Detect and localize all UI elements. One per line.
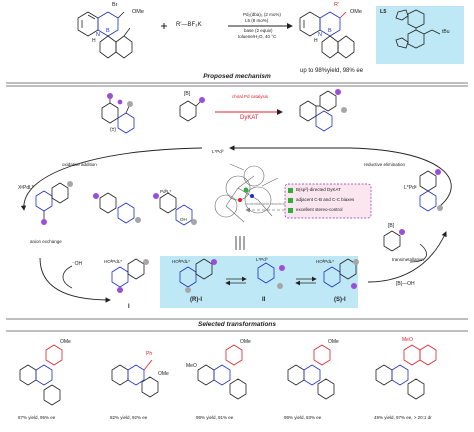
feature-2: adjacent C-B and C-C biaxes: [296, 197, 355, 202]
transmet-arrow: [409, 243, 427, 263]
ligand-tbu-label: tBu: [442, 29, 450, 35]
mechanism-title: Proposed mechanism: [203, 73, 271, 80]
reactant-n-label: N: [96, 32, 100, 38]
pd-oh-label: OH: [180, 217, 187, 222]
boron-reagent-right: [383, 230, 401, 252]
product-structure: [299, 11, 355, 59]
pd-r-label: L*Pdᴵᴵ: [404, 185, 417, 191]
oh-arrow: [62, 265, 73, 289]
feature-1: B(sp²)-directed DyKAT: [296, 187, 341, 192]
check-icons: [288, 188, 293, 213]
transformation-products: [19, 344, 437, 406]
pd-sigma-label: PdᴵᴵL*: [160, 189, 172, 194]
boron-reagent: [179, 99, 203, 122]
reactant-b-label: B: [106, 28, 110, 34]
boron-label-right: [B]: [388, 223, 395, 229]
t3-meo: MeO: [186, 363, 197, 369]
ligand-label: L5: [380, 9, 387, 15]
racemic-label: (±): [110, 127, 117, 133]
feature-3: excellent stereo-control: [296, 207, 343, 212]
side-reaction-label: potential side reaction: [246, 201, 285, 206]
complex-RI-label: (R)-I: [190, 297, 202, 303]
mech-product: [299, 90, 337, 132]
check-icon: [288, 188, 293, 193]
ligand-box: [376, 6, 464, 64]
dykat-box: [160, 256, 358, 308]
condition-4: toluene/H₂O, 40 °C: [238, 34, 277, 39]
complex-I-pd-label: HOᴵᴵPdL*: [104, 259, 123, 264]
plus-sign: [161, 23, 167, 29]
complex-RI-pd-label: HOᴵᴵPdL*: [172, 259, 191, 264]
yield-summary: up to 98%yield, 98% ee: [300, 68, 364, 74]
dykat-label: DyKAT: [240, 115, 259, 121]
crystal-structure-image: [214, 163, 279, 223]
yield-1: 87% yield, 95% ee: [18, 415, 56, 420]
cycle-arc-bottom-left: [39, 257, 111, 303]
boron-label: [B]: [184, 91, 191, 97]
reductive-elimination-label: reductive elimination: [364, 162, 406, 167]
product-h-label: H: [314, 38, 318, 44]
t3-ome: OMe: [240, 339, 251, 345]
product-b-label: B: [328, 28, 332, 34]
equilibrium-arrows: [225, 276, 317, 286]
t4-ome: OMe: [328, 339, 339, 345]
t5-meo: MeO: [402, 337, 413, 343]
cycle-arc-right: [229, 145, 452, 207]
reactant-structure: [77, 11, 133, 59]
b-oh-label: [B]—OH: [396, 281, 415, 287]
yield-4: 99% yield, 93% ee: [284, 415, 322, 420]
complex-SI-label: (S)-I: [334, 297, 346, 303]
anion-exchange-label: anion exchange: [30, 239, 62, 244]
yield-2: 82% yield, 92% ee: [110, 415, 148, 420]
complex-SI-pd-label: HOᴵᴵPdL*: [316, 259, 335, 264]
complex-II: [257, 262, 275, 284]
complex-R-I: [179, 258, 213, 288]
condition-2: L5 (8 mo%): [245, 18, 269, 23]
yield-3: 99% yield, 91% ee: [196, 415, 234, 420]
transmetallation-label: transmetallation: [392, 257, 424, 262]
complex-I-label: I: [128, 304, 130, 310]
check-icon: [288, 198, 293, 203]
cycle-arc-left: [20, 147, 203, 211]
t1-ome: OMe: [60, 339, 71, 345]
check-icon: [288, 208, 293, 213]
yield-5: 49% yield, 97% ee, > 20:1 dr: [374, 415, 432, 420]
complex-I: [111, 258, 145, 288]
product-r-label: R′: [334, 2, 340, 8]
oxidative-addition-label: oxidative addition: [62, 162, 97, 167]
t2-ome: OMe: [158, 371, 169, 377]
pd-r-intermediate: [419, 170, 437, 212]
oh-label: ⁻OH: [72, 261, 83, 267]
ligand-structure: [395, 9, 441, 49]
product-ome-label: OMe: [350, 9, 362, 15]
complex-II-pd-label: L*Pd⁰: [256, 257, 268, 262]
reactant-br-label: Br: [112, 2, 118, 8]
t2-ph: Ph: [146, 351, 153, 357]
reagent-label: R′—BF₃K: [176, 22, 202, 28]
catalysis-label: chiral Pd catalysis: [232, 94, 269, 99]
pd-x-label: XᴵᴵPdL*: [18, 185, 34, 191]
equiv-mark: [235, 236, 245, 250]
reactant-h-label: H: [92, 38, 96, 44]
condition-3: base (2 equiv): [244, 28, 273, 33]
condition-1: Pd₂(dba)₃ (2 mo%): [243, 12, 281, 17]
pd-x-intermediate: [35, 182, 69, 220]
transformations-title: Selected transformations: [197, 321, 277, 328]
sigma-intermediate: [99, 192, 193, 226]
complex-II-label: II: [262, 297, 266, 303]
complex-S-I: [323, 258, 357, 288]
cycle-arc-bottom-right: [367, 231, 447, 283]
features-box: [284, 183, 372, 219]
reactant-ome-label: OMe: [132, 9, 144, 15]
product-n-label: N: [318, 32, 322, 38]
lpd0-label: L*Pd⁰: [212, 149, 224, 154]
